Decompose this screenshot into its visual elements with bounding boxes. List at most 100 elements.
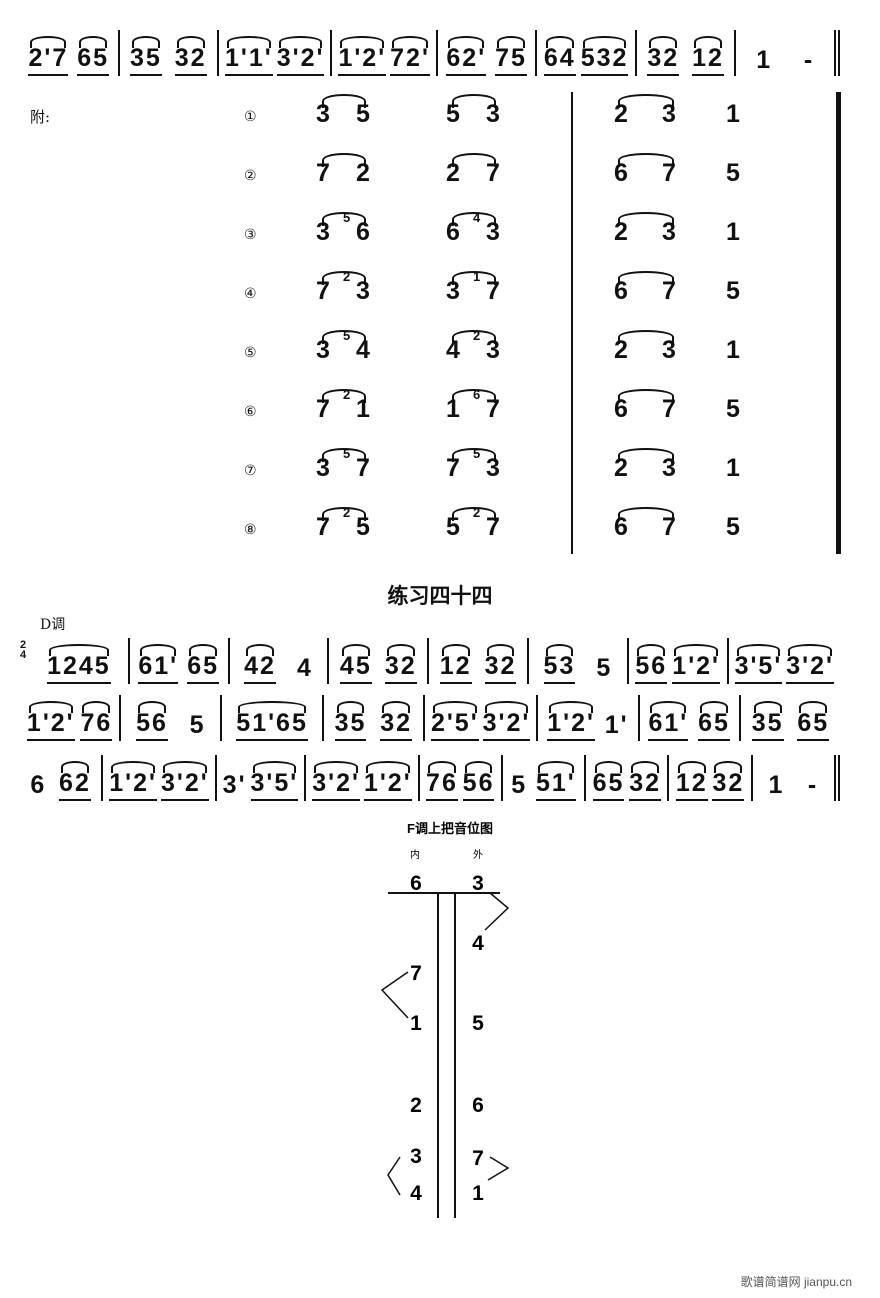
note-group: 1'2' xyxy=(363,761,412,801)
slur xyxy=(618,507,674,521)
note-group: 3'2' xyxy=(786,644,834,684)
note-group: 12 xyxy=(439,644,472,684)
note: 1 xyxy=(726,336,740,364)
measure: 1- xyxy=(753,755,840,801)
note-group: 35 xyxy=(334,701,367,741)
note-group: 61' xyxy=(138,644,179,684)
note-group: 65 xyxy=(187,644,220,684)
outer-note: 4 xyxy=(472,932,484,955)
measure: 61'65 xyxy=(130,638,230,684)
inner-note: 2 xyxy=(410,1094,422,1117)
dash-note: - xyxy=(803,46,815,74)
note-group: 3'5' xyxy=(734,644,783,684)
slur xyxy=(322,212,366,226)
inner-label: 内 xyxy=(410,848,420,861)
measure: 51'65 xyxy=(222,695,324,741)
inner-note: 1 xyxy=(410,1012,422,1035)
outer-note: 5 xyxy=(472,1012,484,1035)
note-group: 3'5' xyxy=(250,761,299,801)
slur xyxy=(618,94,674,108)
slur xyxy=(452,153,496,167)
note-group: 32 xyxy=(712,761,745,801)
exercise-number: ⑤ xyxy=(244,344,257,360)
note: 1 xyxy=(726,454,740,482)
note-group: 75 xyxy=(495,36,527,76)
note-group: 62 xyxy=(59,761,91,801)
note: 1 xyxy=(726,218,740,246)
outer-note: 3 xyxy=(472,872,484,895)
note-group: 1 xyxy=(756,46,773,74)
note-group: 32 xyxy=(384,644,417,684)
note-group: 61' xyxy=(648,701,689,741)
measure: 1- xyxy=(736,30,840,76)
note-group: 3'2' xyxy=(160,761,209,801)
exercise-number: ⑧ xyxy=(244,521,257,537)
note-group: 3' xyxy=(222,771,247,799)
measure: 35 65 xyxy=(741,695,840,741)
time-sig-bottom: 4 xyxy=(19,649,27,661)
note-group: 5 xyxy=(189,711,206,739)
note-group: 1' xyxy=(604,711,629,739)
note-group: 12 xyxy=(692,36,724,76)
outer-note: 1 xyxy=(472,1182,484,1205)
note-group: 1'1' xyxy=(225,36,273,76)
note-group: 32 xyxy=(647,36,680,76)
note-group: 32 xyxy=(629,761,662,801)
inner-note: 7 xyxy=(410,962,422,985)
slur xyxy=(452,94,496,108)
slur xyxy=(452,389,496,403)
outer-note: 6 xyxy=(472,1094,484,1117)
slur xyxy=(452,212,496,226)
slur xyxy=(322,448,366,462)
note-group: 56 xyxy=(462,761,495,801)
note-group: 35 xyxy=(751,701,784,741)
slur xyxy=(322,271,366,285)
measure: 32 12 xyxy=(637,30,737,76)
note-group: 1 xyxy=(768,771,785,799)
exercise-number: ⑦ xyxy=(244,462,257,478)
note: 5 xyxy=(726,159,740,187)
note: 5 xyxy=(726,395,740,423)
note-group: 51' xyxy=(536,761,576,801)
note-group: 2'5' xyxy=(430,701,479,741)
inner-note: 4 xyxy=(410,1182,422,1205)
slur xyxy=(452,448,496,462)
slur xyxy=(452,271,496,285)
measure: 1'1'3'2' xyxy=(219,30,333,76)
measure: 3'5'3'2' xyxy=(729,638,840,684)
note-group: 65 xyxy=(797,701,830,741)
slur xyxy=(322,507,366,521)
note-group: 45 xyxy=(339,644,372,684)
note-group: 65 xyxy=(77,36,110,76)
slur xyxy=(322,153,366,167)
slur xyxy=(618,389,674,403)
measure: 61'65 xyxy=(640,695,741,741)
note-group: 53 xyxy=(543,644,576,684)
time-sig-top: 2 xyxy=(19,639,27,651)
half-step-bracket xyxy=(484,892,510,931)
note-group: 1'2' xyxy=(109,761,157,801)
exercise-number: ⑥ xyxy=(244,403,257,419)
measure: 1'2'76 xyxy=(20,695,122,741)
measure: 1'2'3'2' xyxy=(103,755,217,801)
note-group: 1'2' xyxy=(338,36,387,76)
measure: 2'5'3'2' xyxy=(425,695,539,741)
exercise-number: ① xyxy=(244,108,257,124)
note-group: 532 xyxy=(580,36,629,76)
